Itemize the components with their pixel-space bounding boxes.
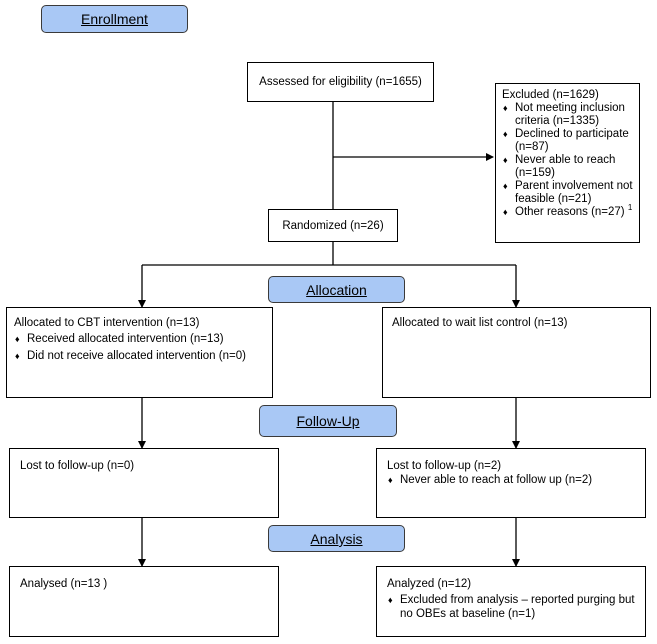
- followup-waitlist-title: Lost to follow-up (n=2): [387, 460, 502, 472]
- excluded-reason-item: Not meeting inclusion criteria (n=1335): [502, 102, 633, 128]
- excluded-reasons-list: Not meeting inclusion criteria (n=1335) …: [502, 102, 633, 219]
- analysis-cbt-title: Analysed (n=13 ): [20, 578, 108, 590]
- analysis-waitlist-item: Excluded from analysis – reported purgin…: [387, 593, 635, 621]
- excluded-reason-item: Parent involvement not feasible (n=21): [502, 180, 633, 206]
- allocation-cbt-box: Allocated to CBT intervention (n=13) Rec…: [6, 307, 273, 398]
- excluded-reason-text: Other reasons (n=27): [515, 206, 625, 218]
- allocation-cbt-item: Received allocated intervention (n=13): [14, 332, 265, 346]
- excluded-reason-item: Never able to reach (n=159): [502, 154, 633, 180]
- assessed-label: Assessed for eligibility (n=1655): [259, 76, 422, 88]
- phase-enrollment: Enrollment: [41, 5, 188, 33]
- randomized-label: Randomized (n=26): [282, 219, 384, 232]
- footnote-mark: 1: [627, 203, 633, 213]
- followup-waitlist-item: Never able to reach at follow up (n=2): [387, 473, 635, 487]
- followup-waitlist-list: Never able to reach at follow up (n=2): [387, 473, 635, 487]
- allocation-cbt-list: Received allocated intervention (n=13) D…: [14, 332, 265, 363]
- phase-allocation: Allocation: [268, 276, 405, 303]
- allocation-waitlist-box: Allocated to wait list control (n=13): [382, 307, 651, 398]
- phase-follow-up: Follow-Up: [259, 405, 397, 437]
- followup-cbt-title: Lost to follow-up (n=0): [20, 460, 135, 472]
- assessed-box: Assessed for eligibility (n=1655): [247, 62, 434, 102]
- analysis-waitlist-box: Analyzed (n=12) Excluded from analysis –…: [376, 566, 646, 637]
- excluded-reason-item: Other reasons (n=27) 1: [502, 203, 633, 219]
- analysis-waitlist-title: Analyzed (n=12): [387, 578, 472, 590]
- excluded-reason-item: Declined to participate (n=87): [502, 128, 633, 154]
- excluded-box: Excluded (n=1629) Not meeting inclusion …: [495, 83, 640, 243]
- followup-waitlist-box: Lost to follow-up (n=2) Never able to re…: [376, 448, 646, 518]
- phase-analysis: Analysis: [268, 525, 405, 552]
- followup-cbt-box: Lost to follow-up (n=0): [9, 448, 279, 518]
- allocation-waitlist-title: Allocated to wait list control (n=13): [392, 317, 568, 329]
- randomized-box: Randomized (n=26): [268, 209, 398, 242]
- excluded-title: Excluded (n=1629): [502, 89, 599, 101]
- allocation-cbt-title: Allocated to CBT intervention (n=13): [14, 317, 200, 329]
- allocation-cbt-item: Did not receive allocated intervention (…: [14, 349, 265, 363]
- analysis-waitlist-list: Excluded from analysis – reported purgin…: [387, 593, 635, 621]
- analysis-cbt-box: Analysed (n=13 ): [9, 566, 279, 637]
